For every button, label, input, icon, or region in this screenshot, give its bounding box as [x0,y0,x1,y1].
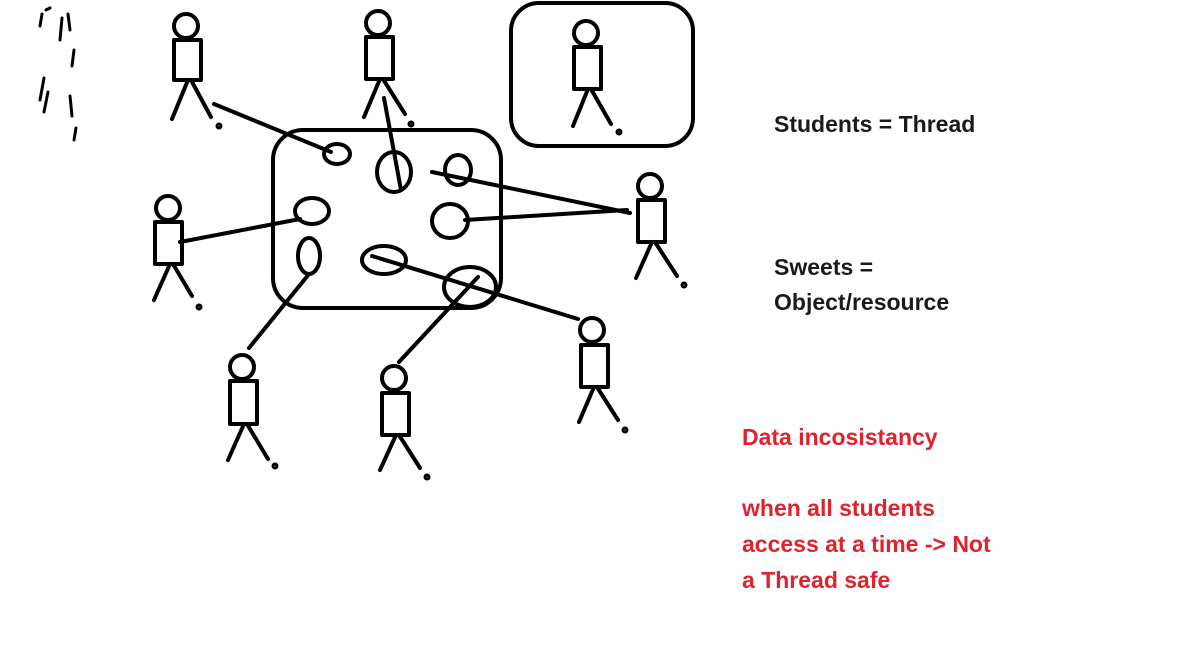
students-definition: Students = Thread [774,111,976,137]
student-figure [152,194,203,311]
sweet [442,265,498,309]
sweet [443,153,473,187]
sweet [322,142,352,166]
sweets-definition-line2: Object/resource [774,289,950,315]
warning-line1: when all students [742,495,935,521]
student-figure [226,353,279,470]
student-figure [577,316,629,434]
student-isolated-box [509,1,695,148]
sweets [293,142,498,309]
student-figure [170,12,223,130]
sweet [296,236,322,276]
sweet [430,202,470,240]
student-figure-isolated [571,19,623,136]
student-figure [634,172,688,289]
warning-title: Data incosistancy [742,424,938,450]
sweet [360,244,408,276]
student-figure [378,364,431,481]
sweet [293,196,331,226]
stray-marks [38,6,78,142]
warning-line2: access at a time -> Not [742,531,991,557]
sweets-definition-line1: Sweets = [774,254,874,280]
access-lines [178,96,632,364]
warning-line3: a Thread safe [742,567,891,593]
student-figure [362,9,415,128]
